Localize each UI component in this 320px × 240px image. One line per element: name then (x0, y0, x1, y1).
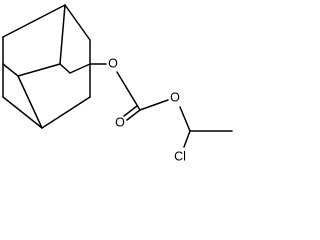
ester-oxygen-label: O (108, 56, 118, 70)
bond-lower-right (41, 96, 91, 129)
bond-bridge-oxygen-ch (179, 106, 191, 132)
bond-ch-chlorine (183, 130, 191, 148)
bond-top-right (64, 4, 91, 41)
carbonyl-oxygen-label: O (115, 115, 125, 129)
bond-inner-right (59, 63, 71, 74)
bond-bridgehead (69, 63, 91, 74)
bond-top-down (59, 4, 66, 65)
bond-inner-left (17, 63, 61, 77)
bond-carbonyl-bridge-oxygen (139, 99, 169, 111)
bond-carbonyl-double-2 (123, 105, 138, 117)
chlorine-label: Cl (174, 149, 186, 163)
bond-carbonyl-double-1 (126, 109, 141, 121)
bond-oxygen-carbonyl (116, 71, 141, 111)
carbonate-chain (89, 63, 233, 148)
bridge-oxygen-label: O (170, 90, 180, 104)
bond-lower-left (2, 96, 43, 129)
adamantane-cage (2, 4, 91, 129)
chemical-structure: O O O Cl (2, 4, 233, 163)
bond-inner-front (17, 75, 43, 129)
bond-back-left (2, 63, 19, 77)
bond-top-left (2, 4, 66, 38)
